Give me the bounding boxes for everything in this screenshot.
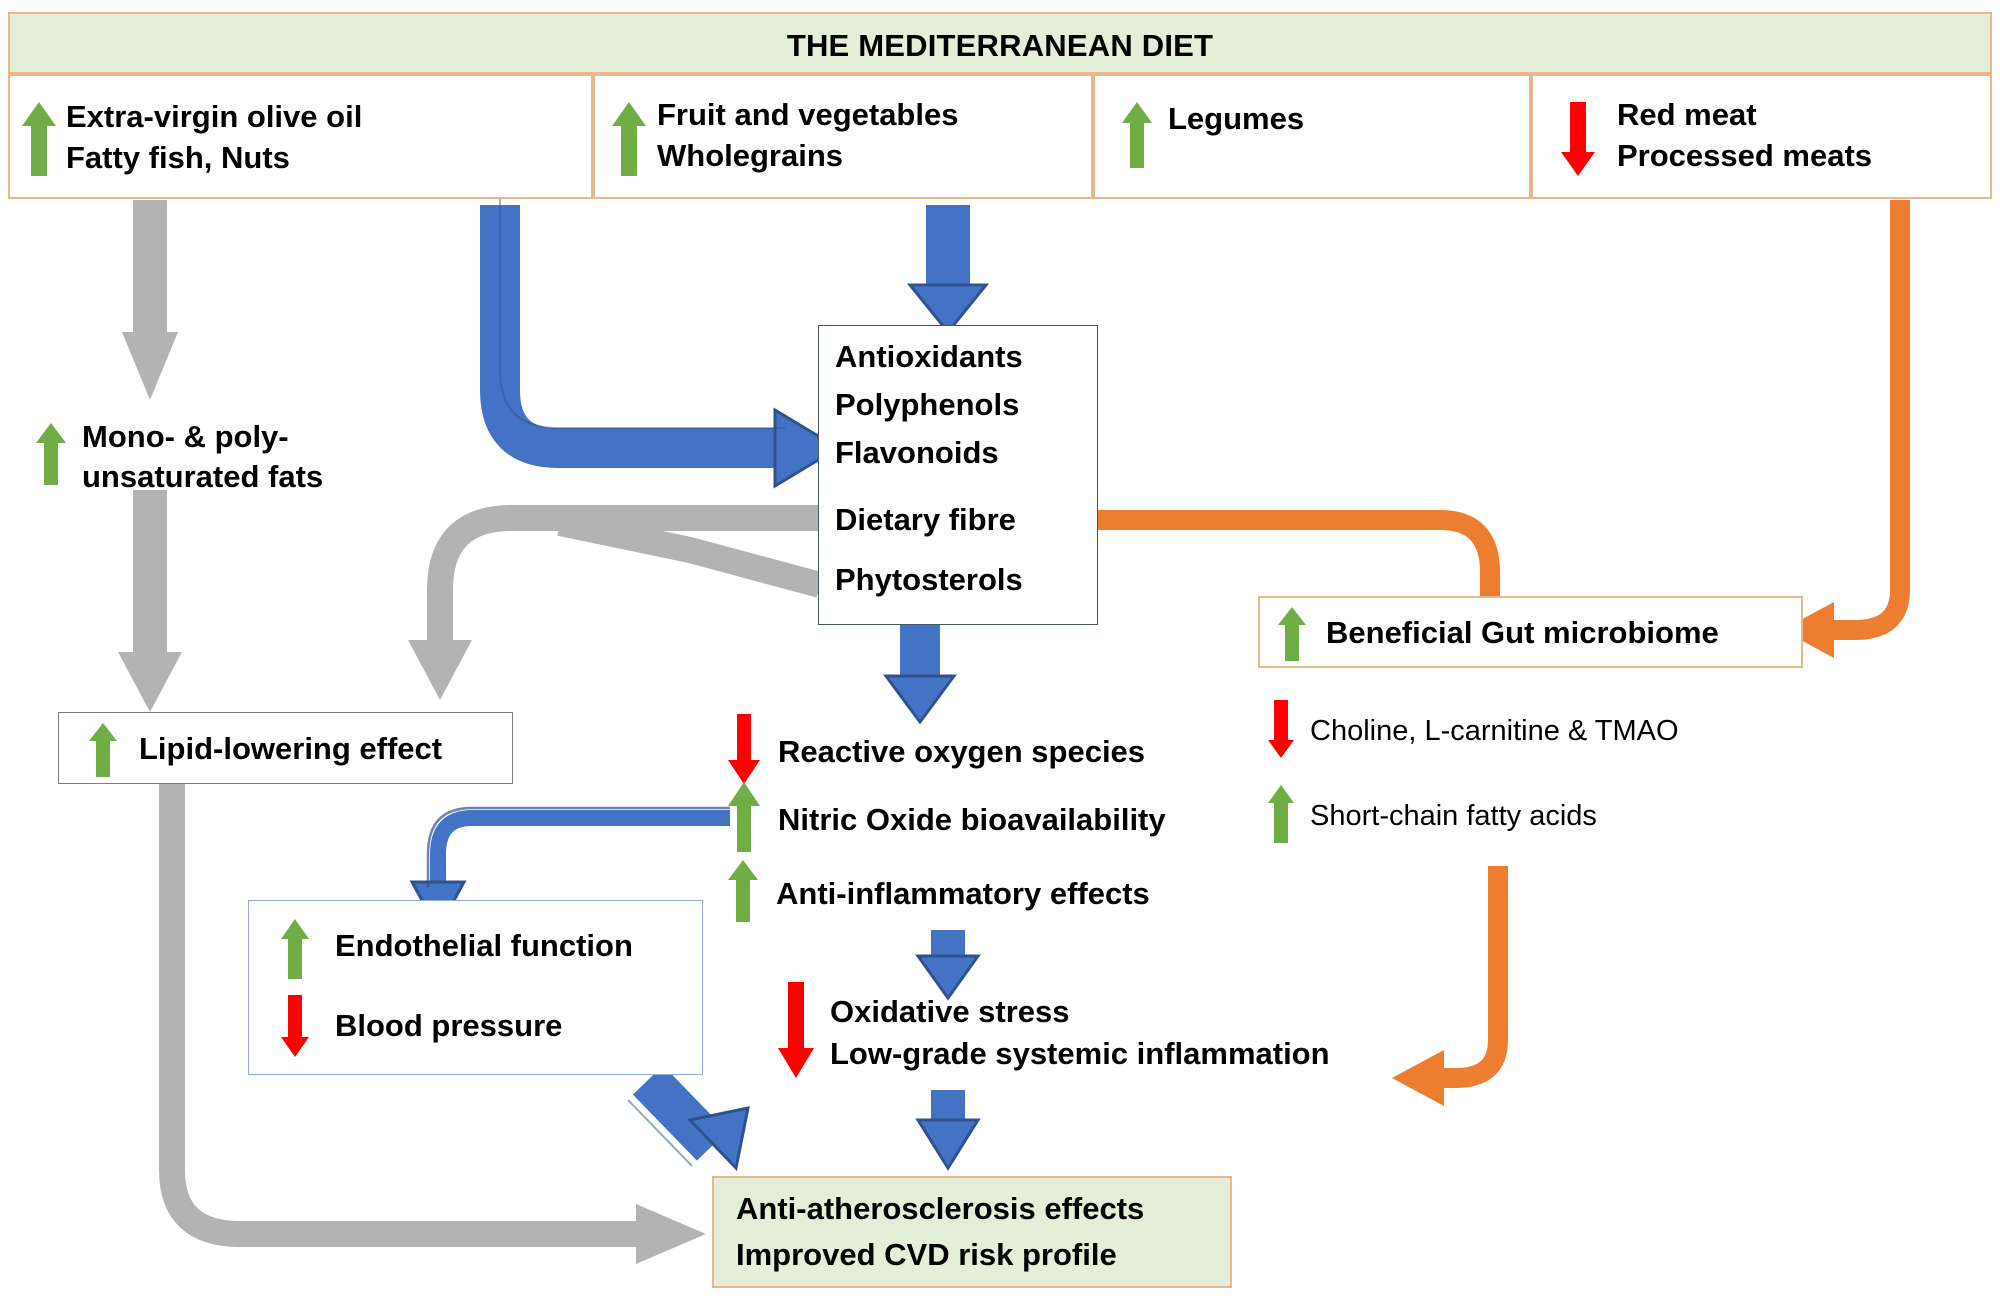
node-short-chain-fatty-acids: Short-chain fatty acids xyxy=(1268,785,1597,848)
red-down-arrow-icon xyxy=(728,714,760,789)
green-up-arrow-icon xyxy=(728,782,760,857)
green-up-arrow-icon xyxy=(22,102,56,181)
diet-header-band: THE MEDITERRANEAN DIET xyxy=(8,12,1992,74)
node-label: Lipid-lowering effect xyxy=(139,731,443,766)
green-up-arrow-icon xyxy=(612,102,646,181)
diet-cell-line: Wholegrains xyxy=(657,138,844,174)
node-label-line: Mono- & poly- xyxy=(82,419,289,454)
red-down-arrow-icon xyxy=(778,982,814,1083)
node-beneficial-gut-microbiome: Beneficial Gut microbiome xyxy=(1258,596,1803,668)
page-title: THE MEDITERRANEAN DIET xyxy=(786,28,1214,63)
node-label: Blood pressure xyxy=(335,1008,563,1043)
green-up-arrow-icon xyxy=(281,919,309,984)
node-label: Anti-inflammatory effects xyxy=(776,875,1150,911)
diet-cell-extra-virgin-olive-oil[interactable]: Extra-virgin olive oil Fatty fish, Nuts xyxy=(8,74,593,199)
node-label: Short-chain fatty acids xyxy=(1310,799,1597,832)
green-up-arrow-icon xyxy=(728,860,758,927)
connector-fibre-to-lipid xyxy=(408,505,824,700)
green-up-arrow-icon xyxy=(1268,785,1294,848)
node-endothelial-blood-pressure-box: Endothelial function Blood pressure xyxy=(248,900,703,1075)
node-unsaturated-fats: Mono- & poly- unsaturated fats xyxy=(36,420,456,494)
node-anti-inflammatory-effects: Anti-inflammatory effects xyxy=(728,860,1150,927)
node-phytochemicals-box: Antioxidants Polyphenols Flavonoids Diet… xyxy=(818,325,1098,625)
connector-oliveoil-to-unsatfats xyxy=(122,200,178,400)
red-down-arrow-icon xyxy=(281,995,309,1062)
node-label: Reactive oxygen species xyxy=(778,733,1146,769)
node-outcome-box: Anti-atherosclerosis effects Improved CV… xyxy=(712,1176,1232,1288)
node-label: Endothelial function xyxy=(335,928,633,963)
node-label-line: Low-grade systemic inflammation xyxy=(830,1035,1330,1071)
diet-cell-line: Fatty fish, Nuts xyxy=(66,140,290,176)
connector-phytobox-to-ros xyxy=(883,625,957,725)
node-label: Choline, L-carnitine & TMAO xyxy=(1310,714,1679,747)
diet-cell-red-meat[interactable]: Red meat Processed meats xyxy=(1531,74,1992,199)
outcome-line: Anti-atherosclerosis effects xyxy=(736,1191,1145,1226)
connector-endothelial-to-outcome xyxy=(627,1065,750,1172)
connector-produce-to-phytobox xyxy=(480,185,841,489)
diet-cell-line: Fruit and vegetables xyxy=(657,97,959,132)
outcome-line: Improved CVD risk profile xyxy=(736,1237,1117,1272)
connector-scfa-to-inflammation xyxy=(1392,866,1508,1106)
connector-unsatfats-to-lipid xyxy=(118,490,182,712)
connector-fruitveg-to-phytobox xyxy=(906,205,990,335)
node-nitric-oxide-bioavailability: Nitric Oxide bioavailability xyxy=(728,782,1166,857)
node-label: Beneficial Gut microbiome xyxy=(1326,615,1719,650)
phyto-item-flavonoids: Flavonoids xyxy=(835,435,999,470)
diet-cell-line: Legumes xyxy=(1168,101,1305,136)
red-down-arrow-icon xyxy=(1561,102,1595,181)
connector-oxstress-to-outcome xyxy=(915,1090,981,1171)
phyto-item-polyphenols: Polyphenols xyxy=(835,387,1020,422)
red-down-arrow-icon xyxy=(1268,700,1294,763)
phyto-item-dietary-fibre: Dietary fibre xyxy=(835,502,1016,537)
green-up-arrow-icon xyxy=(89,723,117,782)
diet-cell-fruit-and-vegetables[interactable]: Fruit and vegetables Wholegrains xyxy=(593,74,1093,199)
diet-cell-line: Processed meats xyxy=(1617,138,1873,174)
node-label-line: unsaturated fats xyxy=(82,459,324,495)
green-up-arrow-icon xyxy=(1122,102,1152,173)
diet-cell-line: Red meat xyxy=(1617,97,1757,132)
node-choline-tmao: Choline, L-carnitine & TMAO xyxy=(1268,700,1679,763)
node-oxidative-stress: Oxidative stress Low-grade systemic infl… xyxy=(778,982,1330,1083)
green-up-arrow-icon xyxy=(1278,607,1306,666)
phyto-item-phytosterols: Phytosterols xyxy=(835,562,1023,597)
phyto-item-antioxidants: Antioxidants xyxy=(835,339,1023,374)
diet-cell-line: Extra-virgin olive oil xyxy=(66,99,363,134)
node-reactive-oxygen-species: Reactive oxygen species xyxy=(728,714,1145,789)
diet-cell-legumes[interactable]: Legumes xyxy=(1093,74,1531,199)
node-label-line: Oxidative stress xyxy=(830,994,1070,1030)
green-up-arrow-icon xyxy=(36,423,66,490)
node-lipid-lowering-effect: Lipid-lowering effect xyxy=(58,712,513,784)
connector-redmeat-to-gut xyxy=(1782,200,1910,658)
node-label: Nitric Oxide bioavailability xyxy=(778,801,1166,837)
